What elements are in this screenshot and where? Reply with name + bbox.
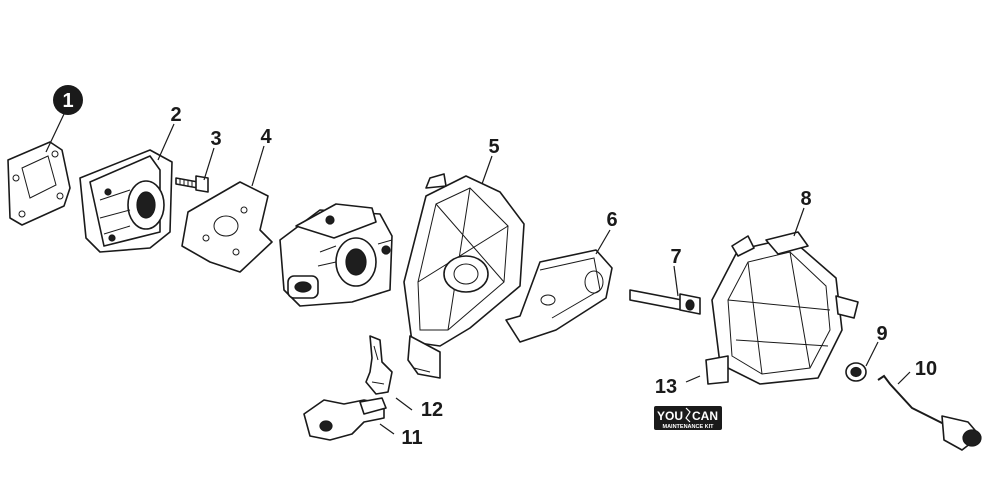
part-6-deflector: [505, 249, 613, 343]
part-12-spring-clip: [365, 335, 393, 395]
part-4-carb-gasket: [181, 181, 273, 273]
logo-word-left: YOU: [657, 409, 683, 423]
logo-tagline: MAINTENANCE KIT: [662, 424, 714, 430]
carburetor: [279, 203, 393, 307]
maintenance-kit-logo: YOU CAN MAINTENANCE KIT: [654, 406, 722, 430]
callout-8-label[interactable]: 8: [800, 188, 811, 210]
logo-word-right: CAN: [692, 409, 718, 423]
wrench-icon: [685, 407, 691, 423]
part-9-grommet: [845, 362, 867, 382]
callout-7-label[interactable]: 7: [670, 246, 681, 268]
callout-10-label[interactable]: 10: [915, 358, 937, 380]
callout-4-label[interactable]: 4: [260, 126, 272, 148]
part-10-choke-rod: [877, 374, 982, 451]
part-11-choke-lever: [303, 397, 387, 441]
callout-12-label[interactable]: 12: [421, 399, 443, 421]
part-7-long-screw: [629, 289, 701, 315]
part-3-screw: [175, 175, 209, 193]
callout-2-label[interactable]: 2: [170, 104, 181, 126]
part-5-filter-base: [403, 173, 525, 379]
callout-1-badge: [53, 85, 83, 115]
callout-3-label[interactable]: 3: [210, 128, 221, 150]
callout-1[interactable]: 1: [53, 85, 83, 115]
callout-11-label[interactable]: 11: [401, 427, 422, 449]
part-2-intake-flange: [79, 149, 173, 253]
leader-lines: [45, 113, 911, 435]
callout-13-label[interactable]: 13: [655, 376, 677, 398]
callout-5-label[interactable]: 5: [488, 136, 499, 158]
part-8-air-filter: [705, 231, 859, 385]
callout-1-label: 1: [62, 90, 73, 112]
logo-background: [654, 406, 722, 430]
callout-6-label[interactable]: 6: [606, 209, 617, 231]
callout-9-label[interactable]: 9: [876, 323, 887, 345]
part-1-gasket: [7, 141, 71, 226]
